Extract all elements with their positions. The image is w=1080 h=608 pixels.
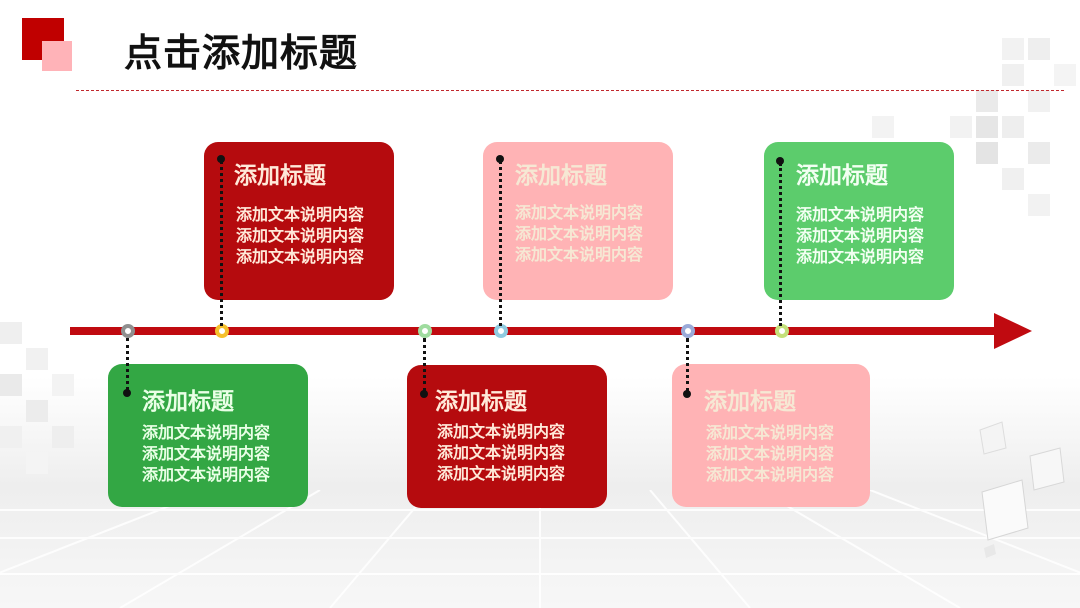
card-line: 添加文本说明内容 [796,205,925,224]
marker-gray [121,324,135,338]
card-line: 添加文本说明内容 [437,464,566,483]
card-title: 添加标题 [704,389,796,415]
card-line: 添加文本说明内容 [796,226,925,245]
connector-line [779,163,782,326]
marker-purple [681,324,695,338]
card-line: 添加文本说明内容 [142,423,271,442]
card-body: 添加文本说明内容 添加文本说明内容 添加文本说明内容 [437,421,565,484]
card-line: 添加文本说明内容 [236,226,365,245]
paper-cubes-decoration [979,421,1065,558]
arrow-head [994,313,1032,349]
connector-line [499,161,502,326]
marker-lime [775,324,789,338]
card-line: 添加文本说明内容 [142,465,271,484]
card-bottom-3: 添加标题 添加文本说明内容 添加文本说明内容 添加文本说明内容 [672,364,870,507]
marker-yellow [215,324,229,338]
card-line: 添加文本说明内容 [437,422,566,441]
marker-green [418,324,432,338]
connector-pin [496,155,504,163]
connector-line [126,338,129,390]
card-title: 添加标题 [234,163,326,189]
card-title: 添加标题 [796,163,888,189]
card-bottom-1: 添加标题 添加文本说明内容 添加文本说明内容 添加文本说明内容 [108,364,308,507]
card-body: 添加文本说明内容 添加文本说明内容 添加文本说明内容 [706,422,834,485]
connector-line [686,338,689,392]
connector-pin [420,390,428,398]
card-line: 添加文本说明内容 [437,443,566,462]
connector-pin [217,155,225,163]
connector-pin [776,157,784,165]
card-title: 添加标题 [142,389,234,415]
card-title: 添加标题 [515,163,607,189]
page-title: 点击添加标题 [124,31,359,75]
card-body: 添加文本说明内容 添加文本说明内容 添加文本说明内容 [515,202,643,265]
card-top-1: 添加标题 添加文本说明内容 添加文本说明内容 添加文本说明内容 [204,142,394,300]
floor-decoration [0,490,1080,608]
card-line: 添加文本说明内容 [515,203,644,222]
card-line: 添加文本说明内容 [796,247,925,266]
marker-blue [494,324,508,338]
logo-square-light [42,41,72,71]
card-line: 添加文本说明内容 [236,247,365,266]
card-title: 添加标题 [435,389,527,415]
card-line: 添加文本说明内容 [515,245,644,264]
card-line: 添加文本说明内容 [515,224,644,243]
card-line: 添加文本说明内容 [236,205,365,224]
card-line: 添加文本说明内容 [142,444,271,463]
card-bottom-2: 添加标题 添加文本说明内容 添加文本说明内容 添加文本说明内容 [407,365,607,508]
card-line: 添加文本说明内容 [706,465,835,484]
card-top-3: 添加标题 添加文本说明内容 添加文本说明内容 添加文本说明内容 [764,142,954,300]
connector-line [220,161,223,326]
connector-line [423,338,426,392]
card-line: 添加文本说明内容 [706,423,835,442]
card-body: 添加文本说明内容 添加文本说明内容 添加文本说明内容 [142,422,270,485]
title-divider [76,90,1064,91]
connector-pin [123,389,131,397]
card-line: 添加文本说明内容 [706,444,835,463]
connector-pin [683,390,691,398]
card-body: 添加文本说明内容 添加文本说明内容 添加文本说明内容 [236,204,364,267]
timeline-bar [70,327,1000,335]
card-top-2: 添加标题 添加文本说明内容 添加文本说明内容 添加文本说明内容 [483,142,673,300]
card-body: 添加文本说明内容 添加文本说明内容 添加文本说明内容 [796,204,924,267]
